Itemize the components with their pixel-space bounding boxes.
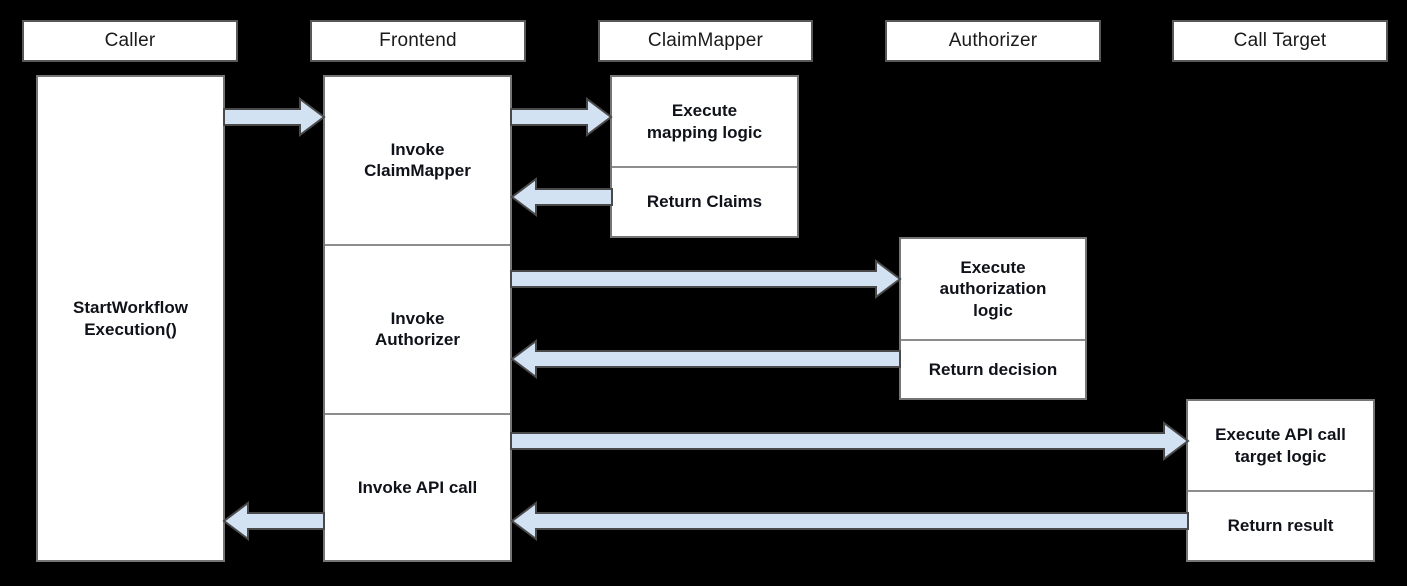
- participant-header-caller: Caller: [22, 20, 238, 62]
- activation-segment-return-claims: Return Claims: [612, 166, 797, 236]
- message-arrow-frontend-to-caller: [222, 501, 325, 541]
- message-arrow-frontend-to-authorizer: [510, 259, 902, 299]
- message-arrow-claimmapper-to-frontend: [510, 177, 613, 217]
- participant-label: Call Target: [1233, 30, 1327, 51]
- activation-segment-return-result: Return result: [1188, 490, 1373, 560]
- participant-header-frontend: Frontend: [310, 20, 526, 62]
- message-arrow-frontend-to-calltarget: [510, 421, 1190, 461]
- message-arrow-frontend-to-claimmapper: [510, 97, 613, 137]
- participant-header-calltarget: Call Target: [1172, 20, 1388, 62]
- participant-label: Authorizer: [948, 30, 1038, 51]
- message-arrow-caller-to-frontend: [223, 97, 326, 137]
- message-arrow-authorizer-to-frontend: [510, 339, 901, 379]
- participant-header-authorizer: Authorizer: [885, 20, 1101, 62]
- participant-label: Frontend: [379, 30, 457, 51]
- participant-label: ClaimMapper: [647, 30, 764, 51]
- participant-header-claimmapper: ClaimMapper: [598, 20, 813, 62]
- activation-segment-invoke-api-call: Invoke API call: [325, 412, 510, 561]
- message-arrow-calltarget-to-frontend: [510, 501, 1189, 541]
- participant-label: Caller: [104, 30, 156, 51]
- activation-segment-return-decision: Return decision: [901, 338, 1085, 398]
